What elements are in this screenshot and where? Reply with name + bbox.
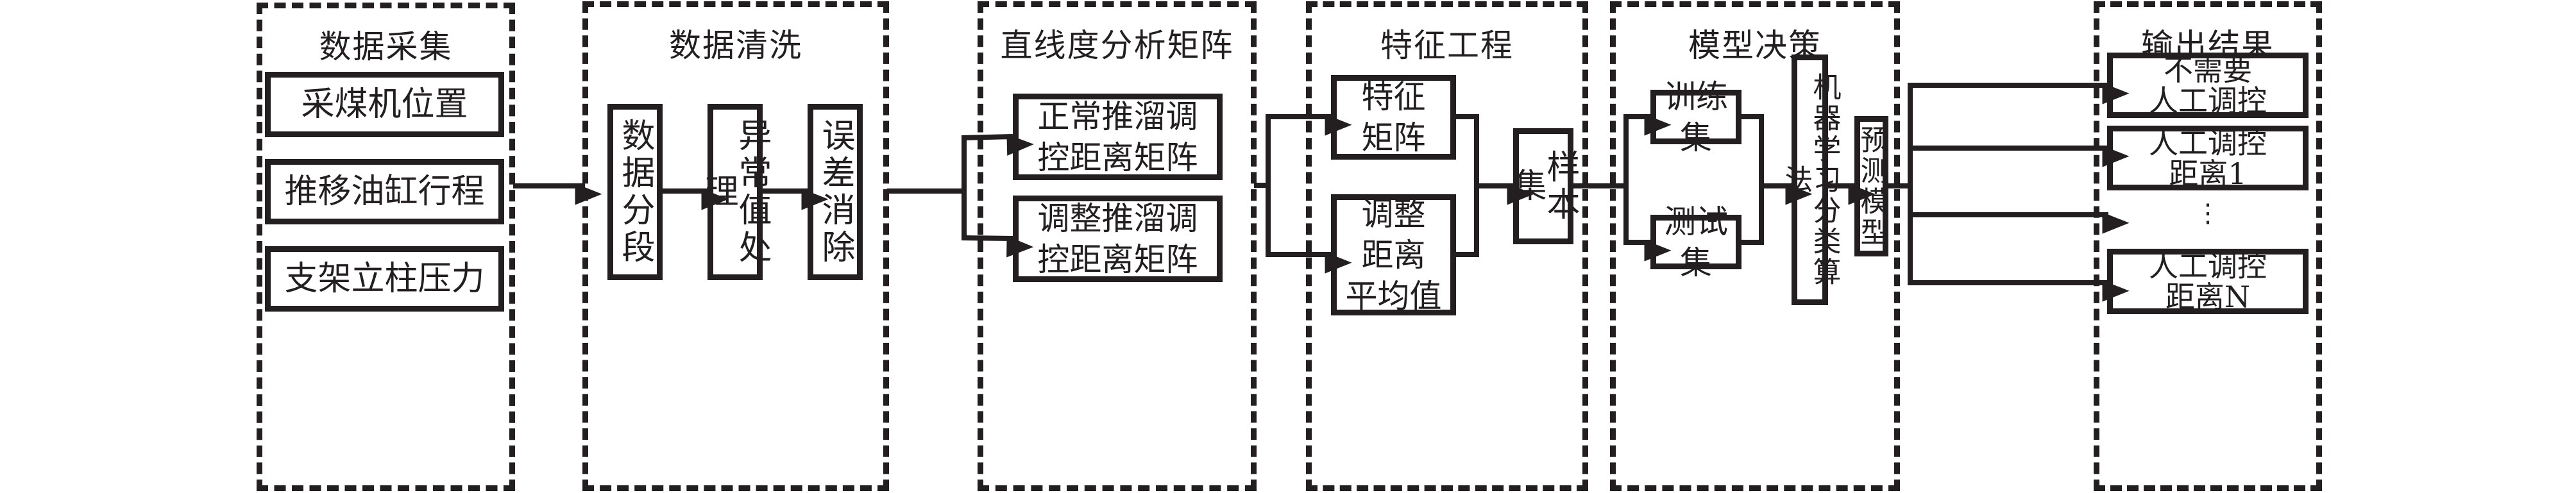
label-data-segmentation: 数据分段 — [616, 117, 654, 267]
box-push-cylinder-stroke: 推移油缸行程 — [265, 159, 504, 224]
box-no-manual-adjustment: 不需要 人工调控 — [2107, 53, 2309, 118]
label-no-manual-adjustment: 不需要 人工调控 — [2149, 53, 2267, 118]
group-data-cleaning: 数据清洗 — [582, 1, 889, 491]
label-normal-push-distance-matrix: 正常推溜调 控距离矩阵 — [1037, 97, 1198, 176]
box-feature-matrix: 特征 矩阵 — [1331, 75, 1456, 160]
label-manual-distance-1: 人工调控 距离1 — [2149, 125, 2267, 191]
group-title-data-cleaning: 数据清洗 — [669, 27, 802, 64]
box-ml-classification-algorithm: 机器学习分类算法 — [1780, 54, 1841, 305]
arrow-to-normal-matrix — [961, 134, 1034, 156]
box-manual-distance-n: 人工调控 距离N — [2107, 249, 2309, 314]
label-shearer-position: 采煤机位置 — [301, 85, 468, 124]
box-data-segmentation: 数据分段 — [607, 104, 663, 280]
label-test-set: 测试集 — [1664, 203, 1728, 281]
label-manual-distance-n: 人工调控 距离N — [2149, 249, 2267, 314]
group-title-feature-engineering: 特征工程 — [1380, 27, 1514, 64]
label-push-cylinder-stroke: 推移油缸行程 — [284, 172, 485, 211]
wire-feature-matrix-merge — [1456, 114, 1479, 257]
group-title-straightness-matrix: 直线度分析矩阵 — [1000, 27, 1234, 64]
box-support-column-pressure: 支架立柱压力 — [265, 246, 504, 312]
box-normal-push-distance-matrix: 正常推溜调 控距离矩阵 — [1013, 94, 1223, 180]
wire-train-test-merge — [1741, 114, 1764, 245]
box-training-set: 训练集 — [1650, 78, 1741, 156]
box-error-elimination: 误差消除 — [808, 104, 863, 280]
box-shearer-position: 采煤机位置 — [265, 72, 504, 137]
group-straightness-matrix: 直线度分析矩阵 — [978, 1, 1257, 491]
group-title-data-collection: 数据采集 — [319, 28, 453, 65]
label-feature-matrix: 特征 矩阵 — [1361, 78, 1426, 156]
label-support-column-pressure: 支架立柱压力 — [284, 260, 485, 298]
group-data-collection: 数据采集 — [257, 3, 515, 491]
box-manual-distance-1: 人工调控 距离1 — [2107, 126, 2309, 190]
label-adjusted-push-distance-matrix: 调整推溜调 控距离矩阵 — [1037, 199, 1198, 278]
group-feature-engineering: 特征工程 — [1306, 1, 1588, 491]
box-adjusted-distance-mean: 调整 距离 平均值 — [1331, 194, 1456, 315]
label-adjusted-distance-mean: 调整 距离 平均值 — [1345, 195, 1442, 315]
label-sample-set: 样本集 — [1507, 149, 1579, 224]
label-training-set: 训练集 — [1664, 78, 1728, 156]
